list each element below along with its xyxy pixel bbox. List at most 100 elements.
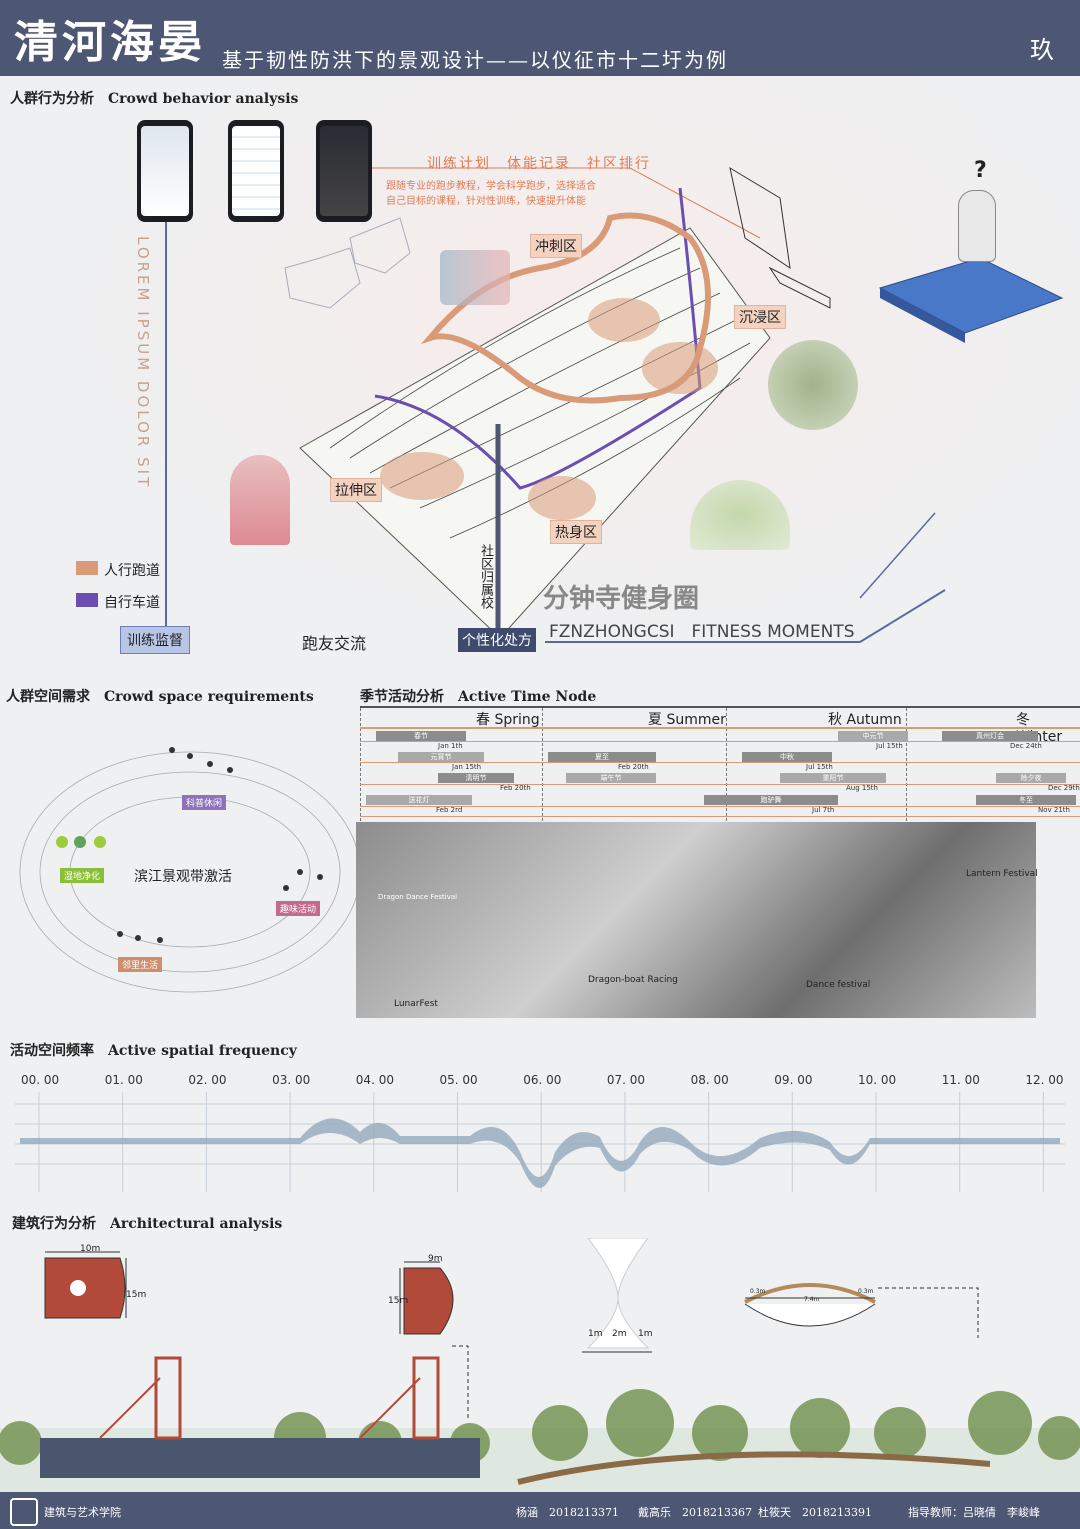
vertical-lorem: LOREM IPSUM DOLOR SIT [134, 236, 152, 490]
festival-date: Jan 15th [452, 763, 482, 771]
student-2: 戴高乐 2018213367 [638, 1506, 752, 1519]
festival-bar: 清明节 [438, 773, 514, 783]
science-leisure-tag: 科普休闲 [182, 795, 227, 810]
fitness-circle-diagram [165, 166, 1064, 643]
legend-runway-label: 人行跑道 [104, 563, 160, 579]
photo-label-dragon-boat: Dragon-boat Racing [588, 975, 678, 985]
festival-date: Dec 24th [1010, 742, 1042, 750]
dim-9m: 9m [428, 1254, 443, 1264]
hour-label: 03. 00 [272, 1073, 311, 1087]
community-vertical-label: 社区归属校 [478, 544, 493, 609]
season-header: 春 Spring [476, 712, 540, 728]
fitness-circle-subtitle: FZNZHONGCSI FITNESS MOMENTS [549, 622, 855, 642]
footer-bar: 建筑与艺术学院 杨涵 2018213371 戴高乐 2018213367 杜筱天… [0, 1492, 1080, 1529]
festival-date: Aug 15th [846, 784, 878, 792]
season-header: 夏 Summer [648, 712, 726, 728]
training-monitor-tag: 训练监督 [120, 626, 190, 654]
immerse-runner-illustration [768, 340, 858, 430]
school-name: 建筑与艺术学院 [44, 1506, 121, 1519]
dim-0-3m-a: 0.3m [750, 1288, 766, 1295]
hour-label: 08. 00 [690, 1073, 729, 1087]
hour-label: 00. 00 [21, 1073, 60, 1087]
app-desc-line-1: 跟随专业的跑步教程，学会科学跑步，选择适合 [386, 181, 596, 192]
poster-title: 清河海晏 [14, 17, 206, 68]
hour-label: 11. 00 [941, 1073, 980, 1087]
phone-mockup-chart [316, 120, 372, 222]
stretch-runner-illustration [230, 455, 290, 545]
phone-mockup-map [137, 120, 193, 222]
season-activity-title: 季节活动分析 Active Time Node [360, 689, 597, 705]
dim-7-4m: 7.4m [804, 1296, 820, 1303]
dim-10m: 10m [80, 1244, 101, 1254]
zone-stretch: 拉伸区 [330, 478, 382, 502]
hour-label: 02. 00 [188, 1073, 227, 1087]
architecture-drawings [0, 1238, 1080, 1492]
festival-bar: 中元节 [838, 731, 908, 741]
season-top-rule [360, 706, 1080, 708]
festival-bar: 重阳节 [780, 773, 886, 783]
season-row-rule [360, 762, 1080, 763]
festival-bar: 送花灯 [366, 795, 472, 805]
dim-15m: 15m [126, 1290, 147, 1300]
season-row-rule [360, 816, 1080, 817]
festival-date: Feb 20th [500, 784, 531, 792]
hour-label: 05. 00 [439, 1073, 478, 1087]
festival-date: Nov 21th [1038, 806, 1070, 814]
app-desc-line-2: 自己目标的课程，针对性训练，快速提升体能 [386, 196, 586, 207]
dim-1m-a: 1m [588, 1329, 603, 1339]
festival-bar: 真州灯会 [942, 731, 1038, 741]
header-bar [0, 0, 1080, 76]
frequency-waveform [15, 1092, 1065, 1192]
festival-bar: 跑驴舞 [704, 795, 838, 805]
page-number: 玖 [1030, 36, 1054, 64]
festival-bar: 中秋 [742, 752, 832, 762]
legend-bikeway-label: 自行车道 [104, 595, 160, 611]
zone-warmup: 热身区 [550, 520, 602, 544]
prescription-tag: 个性化处方 [458, 628, 536, 652]
neighbor-life-tag: 邻里生活 [118, 957, 163, 972]
festival-bar: 冬至 [976, 795, 1076, 805]
photo-label-lunar: LunarFest [394, 999, 438, 1009]
festival-date: Feb 2rd [436, 806, 463, 814]
student-1: 杨涵 2018213371 [516, 1506, 619, 1519]
hour-label: 09. 00 [774, 1073, 813, 1087]
hour-label: 07. 00 [606, 1073, 646, 1087]
festival-bar: 除夕夜 [996, 773, 1066, 783]
festival-date: Dec 29th [1048, 784, 1080, 792]
poster-subtitle: 基于韧性防洪下的景观设计——以仪征市十二圩为例 [222, 48, 728, 72]
festival-date: Jul 7th [812, 806, 835, 814]
advisor: 指导教师：吕晓倩 李峻峰 [908, 1506, 1040, 1519]
crowd-behavior-title: 人群行为分析 Crowd behavior analysis [10, 91, 299, 107]
photo-label-dragon-dance: Dragon Dance Festival [378, 893, 458, 901]
dim-1m-b: 1m [638, 1329, 653, 1339]
season-header-rule [360, 727, 1080, 729]
fun-activity-tag: 趣味活动 [276, 901, 321, 916]
architecture-title: 建筑行为分析 Architectural analysis [12, 1216, 283, 1232]
hour-label: 01. 00 [104, 1073, 143, 1087]
zone-sprint: 冲刺区 [530, 234, 582, 258]
festival-date: Jul 15th [876, 742, 903, 750]
festival-photo-collage [356, 822, 1036, 1018]
zone-immerse: 沉浸区 [734, 305, 786, 329]
legend-bikeway-swatch [76, 593, 98, 607]
hour-label: 06. 00 [523, 1073, 562, 1087]
dim-15m-b: 15m [388, 1296, 409, 1306]
hour-label: 10. 00 [858, 1073, 897, 1087]
festival-bar: 夏至 [548, 752, 656, 762]
season-divider [726, 708, 728, 826]
person-figure [958, 190, 996, 262]
photo-label-dance: Dance festival [806, 980, 871, 990]
hour-label: 12. 00 [1025, 1073, 1064, 1087]
legend-runway-swatch [76, 561, 98, 575]
student-3: 杜筱天 2018213391 [758, 1506, 872, 1519]
sprint-runner-illustration [440, 250, 510, 305]
season-row-rule [360, 784, 1080, 785]
season-divider [542, 708, 544, 826]
season-divider [906, 708, 908, 826]
festival-bar: 端午节 [566, 773, 656, 783]
question-mark: ? [974, 158, 987, 183]
wetland-tag: 湿地净化 [60, 868, 105, 883]
school-logo-icon [10, 1498, 38, 1526]
festival-bar: 元宵节 [398, 752, 484, 762]
season-header: 秋 Autumn [828, 712, 902, 728]
